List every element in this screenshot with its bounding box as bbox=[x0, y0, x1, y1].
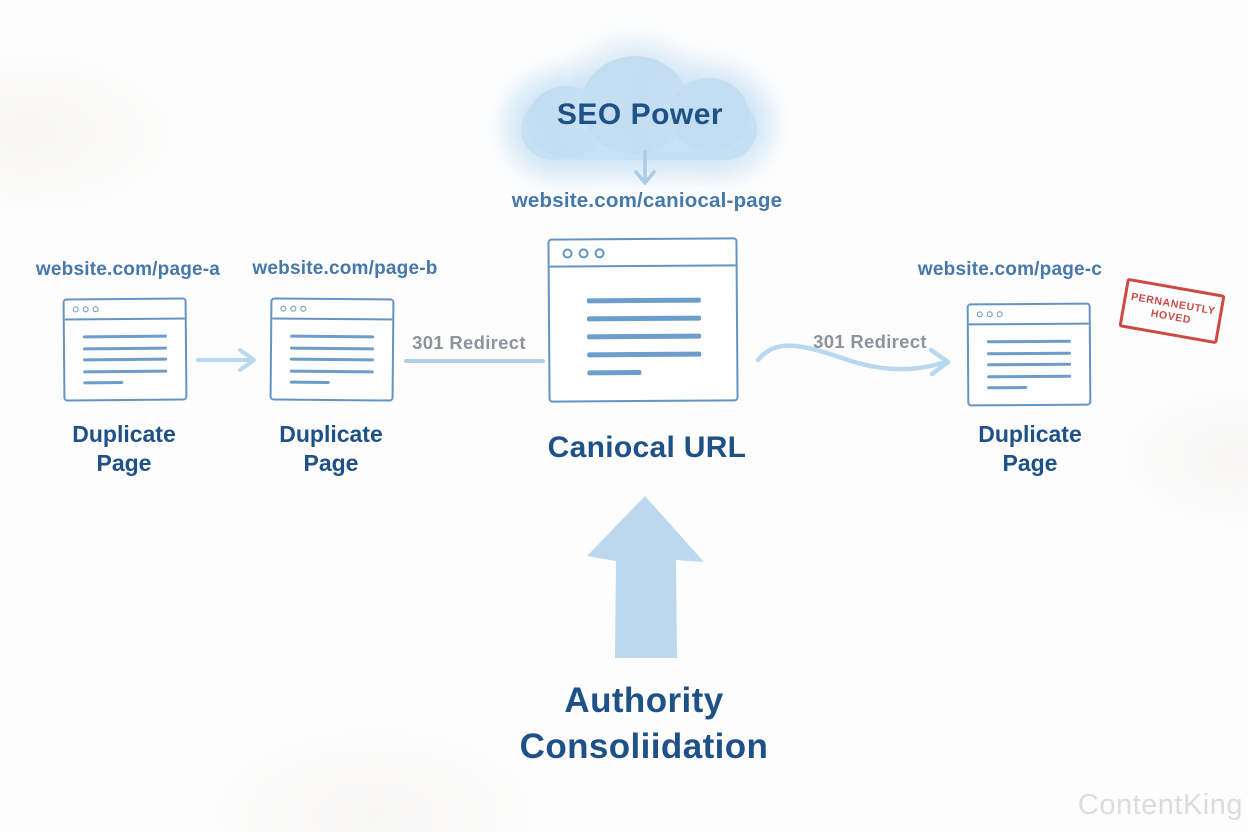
window-content-line bbox=[587, 333, 701, 339]
permanently-moved-stamp: PERNANEUTLY HOVED bbox=[1118, 277, 1226, 345]
window-content-line bbox=[987, 362, 1072, 367]
window-content-line bbox=[987, 386, 1027, 390]
window-content bbox=[65, 319, 186, 385]
window-content-line bbox=[83, 357, 168, 362]
page-b-url: website.com/page-b bbox=[252, 258, 438, 279]
page-window-b bbox=[269, 297, 395, 402]
window-header bbox=[272, 299, 393, 321]
window-content-line bbox=[83, 369, 168, 374]
window-content-line bbox=[587, 297, 701, 303]
window-content-line bbox=[289, 369, 374, 374]
window-dot-icon bbox=[72, 306, 79, 313]
redirect-right-label: 301 Redirect bbox=[813, 331, 927, 352]
window-dot-icon bbox=[92, 306, 99, 313]
duplicate-label-line1: Duplicate bbox=[279, 421, 383, 447]
authority-consolidation-label: Authority Consoliidation bbox=[399, 678, 889, 770]
duplicate-label-line2: Page bbox=[303, 450, 359, 476]
duplicate-label-line1: Duplicate bbox=[978, 421, 1082, 447]
window-content bbox=[550, 266, 737, 375]
window-dot-icon bbox=[578, 247, 589, 258]
window-content-line bbox=[987, 374, 1072, 379]
arrow-down-icon bbox=[634, 150, 656, 185]
duplicate-page-label-b: Duplicate Page bbox=[241, 420, 421, 478]
seo-power-cloud: SEO Power bbox=[515, 50, 765, 168]
window-dot-icon bbox=[300, 305, 307, 312]
window-content-line bbox=[587, 370, 642, 375]
window-content-line bbox=[587, 351, 701, 357]
window-content-line bbox=[986, 339, 1071, 344]
cloud-label: SEO Power bbox=[556, 98, 724, 131]
window-dot-icon bbox=[82, 306, 89, 313]
window-dot-icon bbox=[290, 305, 297, 312]
window-content-line bbox=[83, 381, 123, 385]
curvy-arrow-right-icon bbox=[755, 343, 951, 377]
redirect-left-line bbox=[404, 359, 545, 363]
page-window-c bbox=[966, 302, 1092, 407]
window-content-line bbox=[289, 381, 330, 385]
cloud-shape bbox=[669, 78, 749, 152]
contentking-watermark: ContentKing bbox=[1077, 789, 1243, 821]
window-header bbox=[549, 239, 736, 268]
window-content bbox=[272, 319, 393, 385]
window-content-line bbox=[290, 334, 375, 339]
duplicate-label-line2: Page bbox=[1002, 450, 1058, 476]
window-content bbox=[969, 325, 1089, 390]
window-content-line bbox=[82, 334, 167, 339]
window-dot-icon bbox=[986, 311, 993, 318]
page-window-a bbox=[62, 297, 188, 402]
window-content-line bbox=[986, 351, 1071, 355]
window-content-line bbox=[289, 357, 374, 362]
window-dot-icon bbox=[594, 247, 605, 258]
duplicate-label-line1: Duplicate bbox=[72, 421, 176, 447]
canonical-window bbox=[547, 237, 739, 403]
window-content-line bbox=[82, 346, 167, 350]
page-a-url: website.com/page-a bbox=[35, 259, 221, 280]
canonical-page-url: website.com/caniocal-page bbox=[511, 189, 783, 212]
page-c-url: website.com/page-c bbox=[917, 259, 1103, 280]
window-dot-icon bbox=[280, 305, 287, 312]
duplicate-page-label-c: Duplicate Page bbox=[940, 420, 1120, 478]
canonical-title: Caniocal URL bbox=[547, 431, 747, 464]
window-content-line bbox=[290, 346, 375, 350]
duplicate-page-label-a: Duplicate Page bbox=[34, 420, 214, 478]
duplicate-label-line2: Page bbox=[96, 450, 152, 476]
arrow-right-icon bbox=[196, 348, 256, 372]
authority-label-line1: Authority bbox=[564, 681, 724, 720]
window-content-line bbox=[587, 315, 701, 321]
window-dot-icon bbox=[562, 247, 573, 259]
redirect-left-label: 301 Redirect bbox=[412, 332, 526, 353]
authority-arrow-up-icon bbox=[587, 496, 704, 658]
window-dot-icon bbox=[976, 311, 983, 318]
window-dot-icon bbox=[996, 311, 1003, 318]
window-header bbox=[64, 299, 185, 321]
authority-label-line2: Consoliidation bbox=[519, 727, 769, 766]
window-header bbox=[968, 304, 1089, 326]
